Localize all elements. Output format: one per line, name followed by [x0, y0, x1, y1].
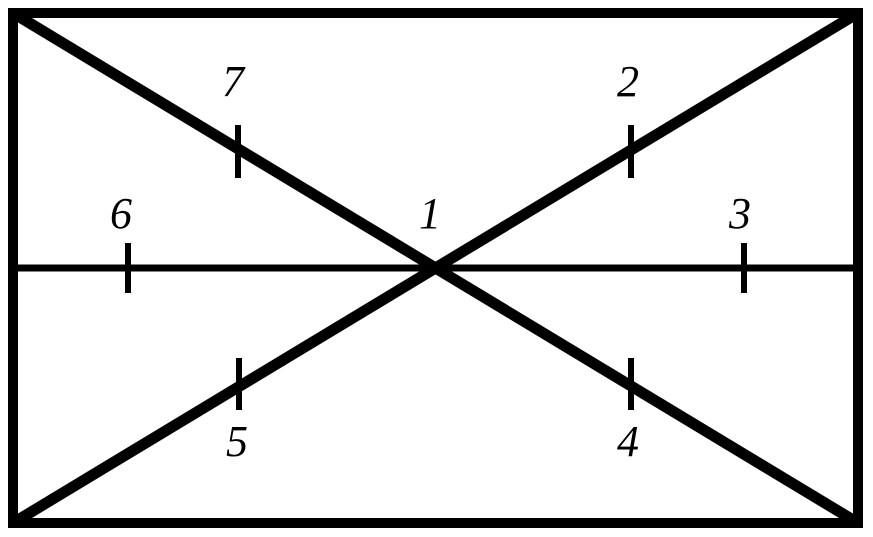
point-label-7: 7: [222, 57, 244, 106]
point-label-5: 5: [226, 417, 248, 466]
point-label-4: 4: [617, 417, 639, 466]
point-label-2: 2: [617, 57, 639, 106]
point-label-3: 3: [729, 189, 751, 238]
point-label-6: 6: [110, 189, 132, 238]
point-label-1: 1: [419, 189, 441, 238]
diagonal-bottom-left-to-top-right: [10, 8, 861, 528]
